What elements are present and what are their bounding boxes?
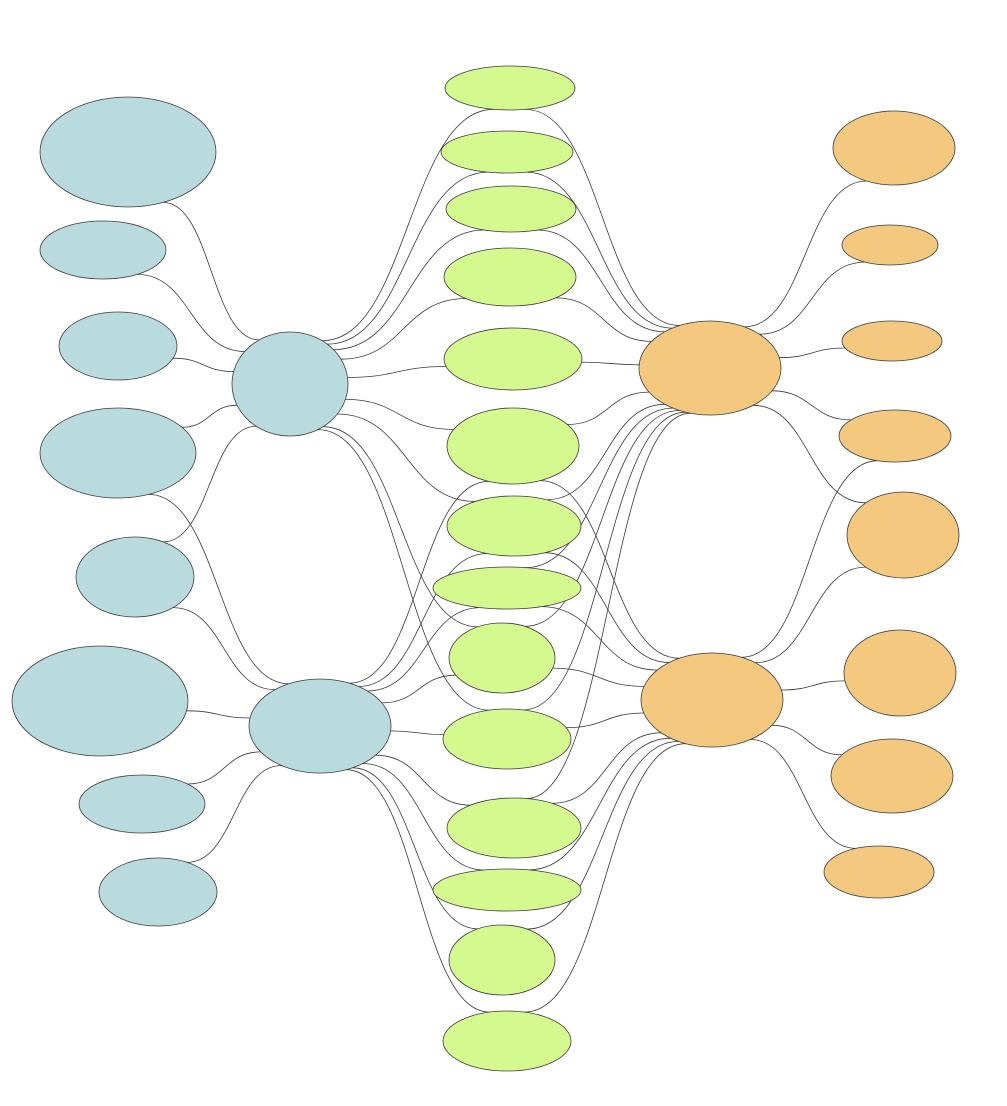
left-leaf-node-ll2 [39, 220, 167, 280]
middle-node-m9 [448, 622, 556, 694]
edge-ll2-lh1 [136, 274, 245, 352]
right-leaf-node-rl2 [841, 224, 939, 266]
middle-node-m2 [440, 130, 574, 174]
edge-lh1-m7 [337, 413, 476, 502]
edge-lh2-m6 [349, 480, 489, 684]
right-leaf-node-rl8 [823, 845, 935, 899]
edge-m10-rh1 [522, 411, 686, 711]
edge-m7-rh1 [546, 403, 665, 501]
edge-m3-rh1 [537, 229, 665, 333]
edge-rh1-rl4 [772, 390, 852, 421]
edge-m11-rh2 [552, 732, 662, 804]
middle-node-m13 [448, 924, 556, 996]
edge-m6-rh1 [567, 391, 650, 425]
right-leaf-node-rl1 [832, 110, 956, 186]
edge-lh2-m10 [390, 730, 444, 735]
middle-node-m10 [442, 708, 572, 770]
middle-node-m4 [443, 247, 577, 307]
edge-m10-rh2 [566, 712, 644, 729]
edge-lh1-m3 [333, 229, 485, 350]
edge-lh1-m1 [322, 108, 495, 342]
edge-rh2-rl4 [741, 460, 878, 658]
right-leaf-node-rl7 [830, 738, 954, 814]
left-leaf-node-ll5 [75, 536, 195, 618]
edge-m7-rh2 [544, 552, 670, 663]
left-leaf-node-ll6 [11, 645, 189, 757]
left-leaf-node-ll3 [58, 311, 178, 381]
left-leaf-node-ll7 [78, 774, 206, 834]
edge-ll1-lh1 [163, 202, 260, 341]
middle-node-m3 [445, 185, 577, 233]
edge-lh1-m2 [327, 171, 489, 345]
edge-ll6-lh2 [186, 710, 251, 719]
edge-lh1-m4 [340, 298, 466, 360]
edge-m9-rh2 [552, 667, 645, 687]
edge-rh2-rl7 [771, 724, 842, 756]
left-leaf-node-ll4 [39, 407, 197, 499]
right-leaf-node-rl5 [846, 491, 960, 579]
middle-node-m6 [446, 407, 580, 485]
middle-node-m7 [446, 495, 582, 557]
edge-m1-rh1 [525, 109, 680, 326]
middle-node-m5 [443, 327, 583, 391]
edge-ll3-lh1 [173, 357, 234, 372]
middle-node-m8 [432, 566, 582, 610]
edge-lh2-m12 [362, 763, 485, 871]
edge-m13-rh2 [526, 741, 679, 930]
middle-node-m12 [432, 868, 582, 912]
edge-lh2-m13 [352, 767, 478, 930]
edge-rh1-rl1 [744, 180, 867, 328]
edge-ll7-lh2 [187, 751, 261, 785]
left-leaf-node-ll1 [39, 96, 217, 208]
edge-lh1-m10 [317, 429, 490, 711]
right-hub-node-rh2 [640, 652, 784, 748]
middle-node-m11 [446, 797, 582, 859]
edge-lh1-m5 [347, 366, 447, 378]
edge-m8-rh2 [541, 606, 658, 671]
edge-m12-rh2 [528, 737, 671, 871]
edge-rh2-rl6 [781, 680, 846, 691]
left-hub-node-lh1 [231, 331, 349, 437]
edge-m11-rh1 [526, 412, 691, 799]
edges [136, 108, 878, 1013]
edge-lh2-m9 [381, 674, 456, 704]
edge-m14-rh2 [524, 743, 686, 1013]
edge-m8-rh1 [525, 407, 674, 569]
edge-ll8-lh2 [186, 765, 282, 863]
nodes [11, 65, 960, 1072]
right-leaf-node-rl6 [843, 629, 957, 717]
edge-ll4-lh2 [148, 494, 289, 685]
edge-rh1-rl3 [779, 347, 846, 359]
edge-lh2-m7 [358, 553, 488, 687]
edge-ll5-lh1 [163, 425, 257, 543]
edge-ll5-lh2 [172, 607, 275, 691]
right-leaf-node-rl3 [841, 320, 943, 362]
edge-rh2-rl8 [750, 739, 857, 849]
edge-m5-rh1 [581, 361, 640, 366]
edge-lh1-m6 [345, 399, 454, 430]
edge-m6-rh2 [540, 480, 680, 659]
edge-m2-rh1 [525, 171, 673, 329]
edge-rh1-rl2 [759, 261, 866, 335]
middle-node-m1 [444, 65, 576, 111]
edge-rh2-rl5 [755, 566, 866, 664]
left-hub-node-lh2 [248, 678, 392, 774]
edge-ll4-lh1 [181, 404, 238, 428]
middle-node-m14 [442, 1010, 572, 1072]
edge-m9-rh1 [524, 410, 680, 627]
right-leaf-node-rl4 [838, 409, 952, 463]
edge-lh2-m14 [345, 769, 490, 1013]
edge-lh2-m8 [367, 607, 481, 692]
edge-lh2-m11 [375, 754, 471, 806]
edge-m4-rh1 [555, 297, 652, 342]
left-leaf-node-ll8 [98, 857, 218, 927]
edge-rh1-rl5 [753, 404, 866, 504]
right-hub-node-rh1 [638, 320, 782, 416]
